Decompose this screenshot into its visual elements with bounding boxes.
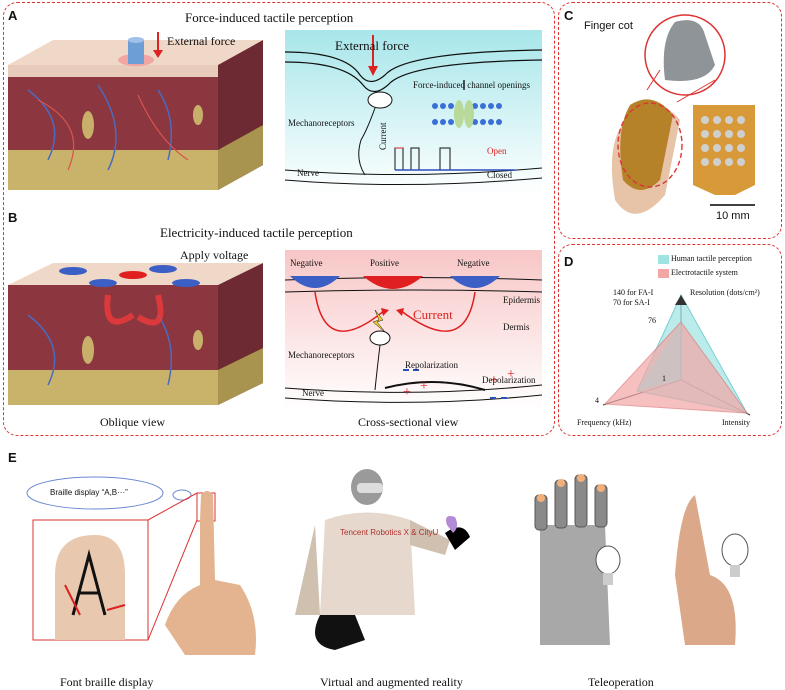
cross-sectional-view-caption: Cross-sectional view [358,415,459,429]
intensity-axis-label: Intensity [722,418,750,427]
panel-b-title: Electricity-induced tactile perception [160,225,353,240]
mechanoreceptors-label-b: Mechanoreceptors [288,350,355,360]
skin-block-a [8,32,263,190]
skin-block-b [8,263,263,405]
cross-section-b: + + + + [284,250,543,410]
resolution-sa-label: 70 for SA-I [613,298,650,307]
panel-ab-frame [3,2,555,436]
panel-label-b: B [8,210,18,225]
legend-swatch-electro [658,269,669,278]
open-label: Open [487,146,507,156]
font-braille-caption: Font braille display [60,675,154,689]
positive-label: Positive [370,258,400,268]
nerve-label-a: Nerve [297,168,319,178]
external-force-label-3d: External force [167,34,236,48]
apply-voltage-label: Apply voltage [180,248,249,262]
legend-electro: Electrotactile system [671,268,738,277]
svg-text:+: + [490,373,498,388]
braille-illustration [26,476,256,655]
panel-label-a: A [8,8,18,23]
scale-bar-label: 10 mm [716,210,750,222]
channel-openings-label: Force-induced channel openings [413,80,530,90]
resolution-76-label: 76 [648,316,656,325]
frequency-1-label: 1 [662,374,666,383]
resolution-fa-label: 140 for FA-I [613,288,654,297]
vr-caption: Virtual and augmented reality [320,675,463,689]
depolarization-label: Depolarization [482,375,536,385]
panel-label-e: E [8,450,17,465]
repolarization-label: Repolarization [405,360,458,370]
negative-label-1: Negative [290,258,323,268]
resolution-axis-label: Resolution (dots/cm²) [690,288,760,297]
dermis-label: Dermis [503,322,530,332]
radar-chart [602,255,751,416]
shirt-text: Tencent Robotics X & CityU [340,528,439,537]
panel-d-frame [558,244,782,436]
negative-label-2: Negative [457,258,490,268]
legend-swatch-human [658,255,669,264]
current-axis-label: Current [378,122,388,151]
finger-cot-illustration [611,14,755,214]
epidermis-label: Epidermis [503,295,540,305]
external-force-label: External force [335,38,409,53]
braille-bubble-text: Braille display “A,B···” [50,488,128,497]
current-label-b: Current [413,307,453,322]
svg-text:+: + [420,379,428,394]
frequency-4-label: 4 [595,396,599,405]
panel-label-c: C [564,8,574,23]
cross-section-a [284,30,543,195]
mechanoreceptors-label-a: Mechanoreceptors [288,118,355,128]
frequency-axis-label: Frequency (kHz) [577,418,632,427]
svg-text:+: + [403,385,411,400]
teleoperation-illustration [534,474,749,645]
panel-label-d: D [564,254,574,269]
panel-a-title: Force-induced tactile perception [185,10,354,25]
nerve-label-b: Nerve [302,388,324,398]
teleoperation-caption: Teleoperation [588,675,654,689]
closed-label: Closed [487,170,513,180]
panel-c-frame [558,2,782,239]
vr-avatar-illustration [295,469,470,650]
finger-cot-label: Finger cot [584,20,633,32]
legend-human: Human tactile perception [671,254,752,263]
svg-text:+: + [507,367,515,382]
oblique-view-caption: Oblique view [100,415,165,429]
